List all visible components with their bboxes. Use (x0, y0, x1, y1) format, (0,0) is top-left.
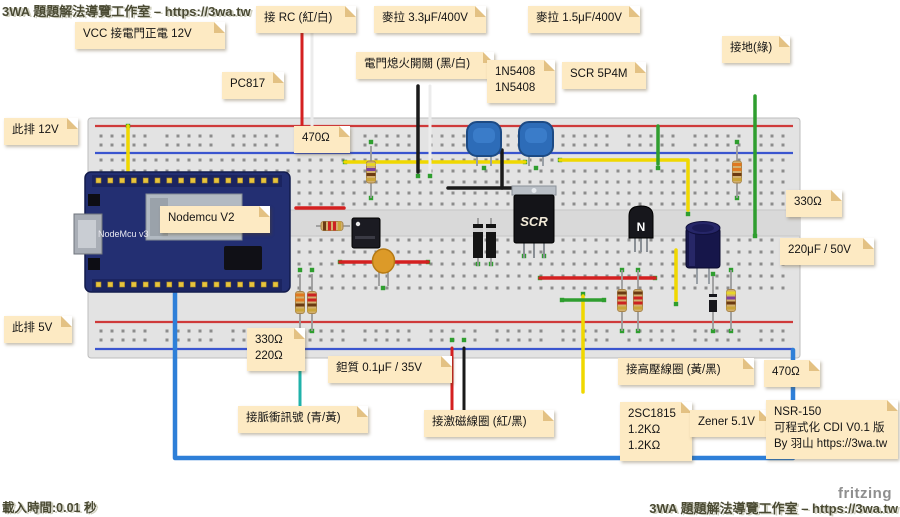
note-text: 1.2KΩ (628, 439, 661, 452)
sticky-note-row-12v[interactable]: 此排 12V (4, 118, 78, 145)
transistor-marking: N (637, 220, 646, 234)
note-text: 接高壓線圈 (黃/黑) (626, 364, 721, 376)
note-text: SCR 5P4M (570, 68, 628, 80)
note-text: 220μF / 50V (788, 244, 851, 256)
note-text: 此排 5V (12, 322, 53, 334)
usb-chip (224, 246, 262, 270)
sticky-note-r330-right[interactable]: 330Ω (786, 190, 842, 217)
sticky-note-exciter-coil[interactable]: 接激磁線圈 (紅/黑) (424, 410, 554, 437)
note-text: 330Ω (794, 196, 822, 208)
note-text: 2SC1815 (628, 408, 676, 420)
note-text: 接脈衝訊號 (青/黃) (246, 412, 341, 424)
sticky-note-tantalum[interactable]: 鉭質 0.1μF / 35V (328, 356, 452, 383)
watermark-top-left: 3WA 題題解法導覽工作室 – https://3wa.tw (2, 4, 251, 19)
sticky-note-rc[interactable]: 接 RC (紅/白) (256, 6, 356, 33)
resistor-1k2-a[interactable] (617, 270, 627, 331)
sticky-note-mylar-3u3[interactable]: 麥拉 3.3μF/400V (374, 6, 486, 33)
note-text: 1.2KΩ (628, 423, 661, 436)
mcu-pin-headers (95, 177, 279, 288)
flash-button[interactable] (88, 194, 100, 206)
mylar-capacitor-3u3[interactable] (466, 121, 502, 166)
note-text: 330Ω (255, 334, 283, 346)
zener-diode[interactable] (709, 276, 717, 330)
scr-marking: SCR (520, 214, 548, 229)
note-text: 470Ω (302, 132, 330, 144)
note-text: 麥拉 1.5μF/400V (536, 12, 622, 24)
electrolytic-capacitor-220u[interactable] (685, 221, 721, 285)
sticky-note-r470-top[interactable]: 470Ω (294, 126, 350, 153)
diode-1n5408-pair[interactable] (473, 218, 496, 266)
reset-button[interactable] (88, 258, 100, 270)
note-text: PC817 (230, 78, 266, 90)
resistor-1k2-b[interactable] (633, 270, 643, 331)
note-text: 接 RC (紅/白) (264, 12, 333, 24)
transistor-2sc1815[interactable]: N (628, 205, 654, 252)
note-text: Nodemcu V2 (168, 212, 235, 224)
resistors-layer (295, 146, 742, 331)
sticky-note-scr[interactable]: SCR 5P4M (562, 62, 646, 89)
watermark-bottom-right: 3WA 題題解法導覽工作室 – https://3wa.tw (649, 501, 898, 516)
note-text: By 羽山 https://3wa.tw (774, 437, 888, 450)
sticky-note-nodemcu[interactable]: Nodemcu V2 (160, 206, 270, 233)
sticky-note-title[interactable]: NSR-150 可程式化 CDI V0.1 版 By 羽山 https://3wa.… (766, 400, 898, 459)
usb-connector-inner (78, 220, 96, 248)
note-text: 接地(綠) (730, 42, 773, 54)
mylar-capacitor-1u5[interactable] (518, 121, 554, 166)
sticky-note-pc817[interactable]: PC817 (222, 72, 284, 99)
note-text: 此排 12V (12, 124, 59, 136)
sticky-note-cap-220u[interactable]: 220μF / 50V (780, 238, 874, 265)
fritzing-logo: fritzing (838, 485, 892, 502)
sticky-note-ground[interactable]: 接地(綠) (722, 36, 790, 63)
resistor-horizontal[interactable] (316, 221, 350, 231)
note-text: 電門熄火開關 (黑/白) (364, 58, 471, 70)
note-text: 1N5408 (495, 81, 536, 94)
sticky-note-r330-220[interactable]: 330Ω 220Ω (247, 328, 305, 371)
note-text: 接激磁線圈 (紅/黑) (432, 416, 527, 428)
sticky-note-r470-bottom[interactable]: 470Ω (764, 360, 820, 387)
sticky-note-zener[interactable]: Zener 5.1V (690, 410, 770, 437)
note-text: 可程式化 CDI V0.1 版 (774, 421, 885, 434)
sticky-note-transistor[interactable]: 2SC1815 1.2KΩ 1.2KΩ (620, 402, 692, 461)
tantalum-capacitor[interactable] (371, 248, 396, 286)
pc817-optocoupler[interactable] (351, 217, 381, 249)
sticky-note-diodes[interactable]: 1N5408 1N5408 (487, 59, 555, 103)
sticky-note-vcc-12v[interactable]: VCC 接電門正電 12V (75, 21, 225, 49)
sticky-note-mylar-1u5[interactable]: 麥拉 1.5μF/400V (528, 6, 640, 33)
sticky-note-row-5v[interactable]: 此排 5V (4, 316, 72, 343)
wires-layer (126, 30, 796, 461)
note-text: Zener 5.1V (698, 416, 755, 428)
resistor-470-bottom[interactable] (726, 270, 736, 331)
note-text: 220Ω (255, 349, 283, 362)
resistor-220-bottom[interactable] (307, 274, 317, 331)
sticky-note-pulse[interactable]: 接脈衝訊號 (青/黃) (238, 406, 368, 433)
scr-component[interactable]: SCR (511, 185, 557, 258)
note-text: NSR-150 (774, 406, 822, 418)
sticky-note-kill-switch[interactable]: 電門熄火開關 (黑/白) (356, 52, 494, 79)
load-time-text: 載入時間:0.01 秒 (2, 501, 97, 515)
note-text: VCC 接電門正電 12V (83, 28, 192, 40)
resistor-330-right[interactable] (732, 146, 742, 198)
wire-yellow-bus-right[interactable] (558, 158, 690, 212)
note-text: 470Ω (772, 366, 800, 378)
sticky-note-hv-coil[interactable]: 接高壓線圈 (黃/黑) (618, 358, 754, 385)
note-text: 麥拉 3.3μF/400V (382, 12, 468, 24)
resistor-330-bottom[interactable] (295, 274, 305, 331)
note-text: 鉭質 0.1μF / 35V (336, 362, 422, 374)
resistor-470-top[interactable] (366, 146, 376, 198)
note-text: 1N5408 (495, 66, 536, 78)
mcu-silkscreen: NodeMcu v3 (98, 229, 149, 239)
